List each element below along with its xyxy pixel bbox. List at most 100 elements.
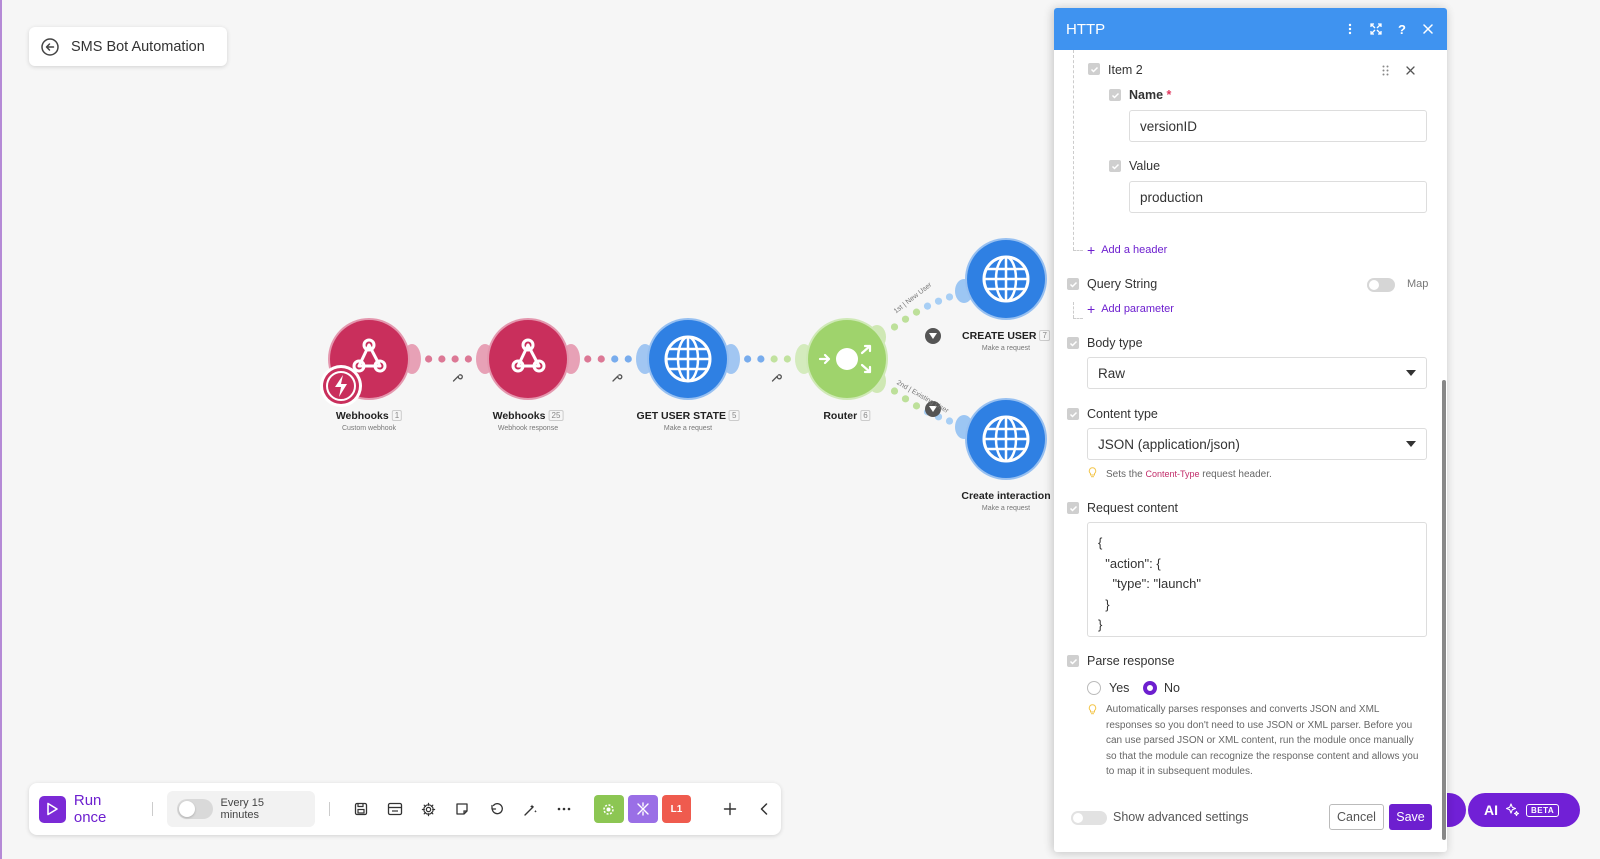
globe-icon-lines [984,257,1028,301]
name-label: Name * [1129,88,1171,102]
lightning-icon [335,375,347,397]
connector-dot [890,387,899,395]
filter-icon-shape [929,406,937,412]
request-content-checkbox[interactable] [1067,502,1079,514]
module-id-badge: 6 [860,410,871,421]
toolbar-divider [329,802,331,816]
connector-dot [945,293,954,301]
connector-dot [425,355,433,363]
text-parser-tile[interactable]: L1 [661,795,692,823]
parse-yes-radio[interactable] [1087,681,1101,695]
module-node[interactable] [489,320,567,398]
notes-icon[interactable] [446,792,480,826]
scenario-canvas[interactable] [0,0,1060,760]
connector-dot [901,395,910,403]
parse-no-radio[interactable] [1143,681,1157,695]
wrench-icon[interactable] [452,374,463,382]
add-header-button[interactable]: + Add a header [1087,243,1167,257]
chevron-left-icon[interactable] [747,792,781,826]
add-parameter-label: Add parameter [1101,303,1174,315]
required-marker: * [1166,88,1172,102]
scenario-settings-icon[interactable] [378,792,412,826]
query-string-label: Query String [1087,277,1158,291]
name-label-text: Name [1129,88,1164,102]
wrench-icon[interactable] [771,374,782,382]
save-button[interactable]: Save [1389,804,1432,830]
connector-dot [744,355,752,363]
back-arrow-icon [41,37,59,56]
value-checkbox[interactable] [1109,160,1121,172]
connector-dot [945,417,954,425]
module-id-badge: 5 [729,410,740,421]
connector-dot [611,355,619,363]
tree-line [1073,50,1074,250]
panel-scrollbar[interactable] [1442,380,1446,840]
wrench-icon[interactable] [612,374,623,382]
close-icon[interactable] [1415,16,1441,42]
content-type-select[interactable]: JSON (application/json) [1087,428,1427,460]
connector-dot [923,302,932,310]
name-checkbox[interactable] [1109,89,1121,101]
advanced-settings-toggle[interactable] [1071,811,1107,825]
cancel-button[interactable]: Cancel [1329,804,1384,830]
tools-icon [603,803,615,815]
filter-icon-shape [929,333,937,339]
body-type-select[interactable]: Raw [1087,357,1427,389]
schedule-control[interactable]: Every 15 minutes [166,791,316,827]
remove-item-icon[interactable] [1406,66,1415,75]
http-module-panel: HTTP ? Item 2 [1054,8,1447,852]
router-out-arrows [860,344,872,374]
trigger-badge-inner [326,371,356,401]
help-icon[interactable]: ? [1398,21,1406,37]
content-type-checkbox[interactable] [1067,408,1079,420]
name-input[interactable]: versionID [1129,110,1427,142]
more-options-icon[interactable] [547,792,581,826]
parse-response-checkbox[interactable] [1067,655,1079,667]
connector-dot [912,308,921,316]
connector-dot [770,355,778,363]
content-type-hint-code: Content-Type [1145,469,1200,479]
save-icon[interactable] [344,792,378,826]
module-name: Create interaction [961,490,1051,502]
value-input[interactable]: production [1129,181,1427,213]
module-label: Create interaction [961,490,1050,502]
schedule-toggle[interactable] [176,799,213,819]
add-parameter-button[interactable]: + Add parameter [1087,302,1174,316]
tree-line [1073,318,1083,319]
connector-dot [438,355,446,363]
canvas-left-border [0,0,2,859]
map-toggle[interactable] [1367,278,1395,292]
module-name: Webhooks [492,410,546,422]
webhook-icon-node [352,359,366,373]
add-icon[interactable] [713,792,747,826]
panel-body: Item 2 Name * versionID Value production… [1054,50,1447,852]
flow-control-tile[interactable] [627,795,658,823]
connector-dot [890,323,899,331]
body-type-checkbox[interactable] [1067,337,1079,349]
lightbulb-icon [1088,467,1097,478]
toolbar-divider [587,802,588,816]
run-once-button[interactable]: Run once [39,792,138,826]
webhook-icon-node [521,338,535,352]
plus-icon: + [1087,242,1096,258]
gear-icon[interactable] [412,792,446,826]
ai-assistant-button[interactable]: AI BETA [1468,793,1580,827]
webhook-icon-node [373,359,387,373]
tools-tile[interactable] [593,795,624,823]
auto-align-icon[interactable] [513,792,547,826]
drag-handle-icon[interactable] [1382,65,1389,76]
value-label: Value [1129,159,1161,173]
expand-icon[interactable] [1363,16,1389,42]
back-button[interactable]: SMS Bot Automation [29,27,227,66]
body-type-value: Raw [1098,365,1126,381]
run-once-label: Run once [73,792,107,826]
query-string-checkbox[interactable] [1067,278,1079,290]
module-subtitle: Make a request [981,505,1031,512]
item-2-checkbox[interactable] [1088,63,1100,75]
undo-icon[interactable] [479,792,513,826]
more-vertical-icon[interactable] [1337,16,1363,42]
request-content-editor[interactable]: { "action": { "type": "launch" } } [1087,522,1427,637]
